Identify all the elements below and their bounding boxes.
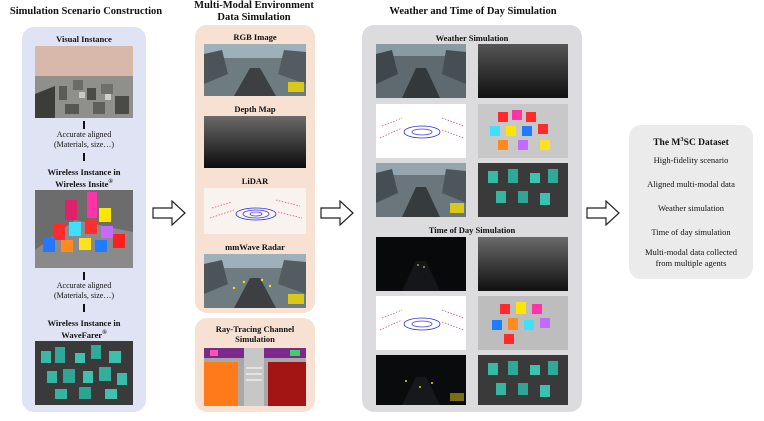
aligned-note-1-line1: Accurate aligned — [56, 130, 112, 139]
flow-arrow-3 — [586, 200, 620, 226]
night-wireless-image — [478, 296, 568, 350]
weather-rgb-image-2 — [376, 163, 466, 217]
flow-arrow-1 — [152, 200, 186, 226]
night-lidar-image — [376, 296, 466, 350]
night-depth-image — [478, 237, 568, 291]
wavefarer-name: WaveFarer — [61, 329, 103, 340]
weather-simulation-label: Weather Simulation — [435, 33, 509, 43]
dataset-item-high-fidelity: High-fidelity scenario — [653, 155, 729, 165]
align-up-arrow-1 — [83, 121, 85, 129]
dataset-title-suffix: SC Dataset — [683, 138, 729, 149]
night-rgb-image-2 — [376, 355, 466, 405]
dataset-title-superscript: 3 — [680, 136, 684, 143]
wavefarer-image — [35, 341, 133, 405]
dataset-item-aligned-multimodal: Aligned multi-modal data — [647, 179, 735, 189]
multimodal-title: Multi-Modal Environment Data Simulation — [184, 0, 324, 24]
flow-arrow-2 — [320, 200, 354, 226]
raytracing-label-line1: Ray-Tracing Channel — [215, 324, 295, 334]
wavefarer-registered-mark: ® — [102, 330, 107, 336]
night-rgb-image — [376, 237, 466, 291]
aligned-note-1-line2: (Materials, size…) — [54, 140, 114, 149]
night-wavefarer-image — [478, 355, 568, 405]
wireless-insite-label-line2: Wireless Insite® — [22, 177, 146, 189]
multimodal-title-line1: Multi-Modal Environment — [194, 0, 314, 11]
weather-rgb-image — [376, 44, 466, 98]
lidar-label: LiDAR — [241, 176, 269, 186]
rgb-image-label: RGB Image — [233, 32, 277, 42]
raytracing-label: Ray-Tracing Channel Simulation — [195, 324, 315, 344]
dataset-item-weather: Weather simulation — [657, 203, 725, 213]
mmwave-radar-image — [204, 254, 306, 308]
weather-time-title: Weather and Time of Day Simulation — [389, 6, 557, 17]
aligned-note-1: Accurate aligned (Materials, size…) — [22, 130, 146, 150]
weather-depth-image — [478, 44, 568, 98]
wireless-insite-label-line1: Wireless Instance in — [47, 167, 121, 177]
wavefarer-label-line1: Wireless Instance in — [47, 318, 121, 328]
weather-lidar-image — [376, 104, 466, 158]
visual-instance-label: Visual Instance — [56, 34, 112, 44]
raytracing-image — [204, 348, 306, 406]
multimodal-title-line2: Data Simulation — [217, 12, 291, 23]
visual-instance-image — [35, 46, 133, 118]
lidar-image — [204, 188, 306, 234]
aligned-note-2-line1: Accurate aligned — [56, 281, 112, 290]
dataset-item-multi-agent-line1: Multi-modal data collected — [644, 247, 738, 257]
dataset-item-time-of-day: Time of day simulation — [651, 227, 731, 237]
aligned-note-2: Accurate aligned (Materials, size…) — [22, 281, 146, 301]
time-of-day-label: Time of Day Simulation — [428, 225, 516, 235]
depth-map-image — [204, 116, 306, 168]
wireless-insite-image — [35, 190, 133, 268]
mmwave-radar-label: mmWave Radar — [225, 242, 285, 252]
dataset-panel: The M3SC Dataset High-fidelity scenario … — [629, 125, 753, 279]
weather-wavefarer-image — [478, 163, 568, 217]
aligned-note-2-line2: (Materials, size…) — [54, 291, 114, 300]
align-down-arrow-1 — [83, 153, 85, 161]
dataset-title-prefix: The M — [653, 138, 681, 149]
weather-wireless-image — [478, 104, 568, 158]
raytracing-label-line2: Simulation — [235, 334, 275, 344]
depth-map-label: Depth Map — [234, 104, 276, 114]
wavefarer-label: Wireless Instance in WaveFarer® — [22, 318, 146, 340]
wavefarer-label-line2: WaveFarer® — [22, 328, 146, 340]
wireless-insite-registered-mark: ® — [108, 179, 113, 185]
rgb-image — [204, 44, 306, 96]
wireless-insite-label: Wireless Instance in Wireless Insite® — [22, 167, 146, 189]
scenario-construction-title: Simulation Scenario Construction — [9, 6, 163, 17]
dataset-title: The M3SC Dataset — [629, 134, 753, 149]
wireless-insite-name: Wireless Insite — [55, 178, 109, 189]
align-up-arrow-2 — [83, 272, 85, 280]
dataset-item-multi-agent-line2: from multiple agents — [655, 258, 727, 268]
align-down-arrow-2 — [83, 304, 85, 312]
